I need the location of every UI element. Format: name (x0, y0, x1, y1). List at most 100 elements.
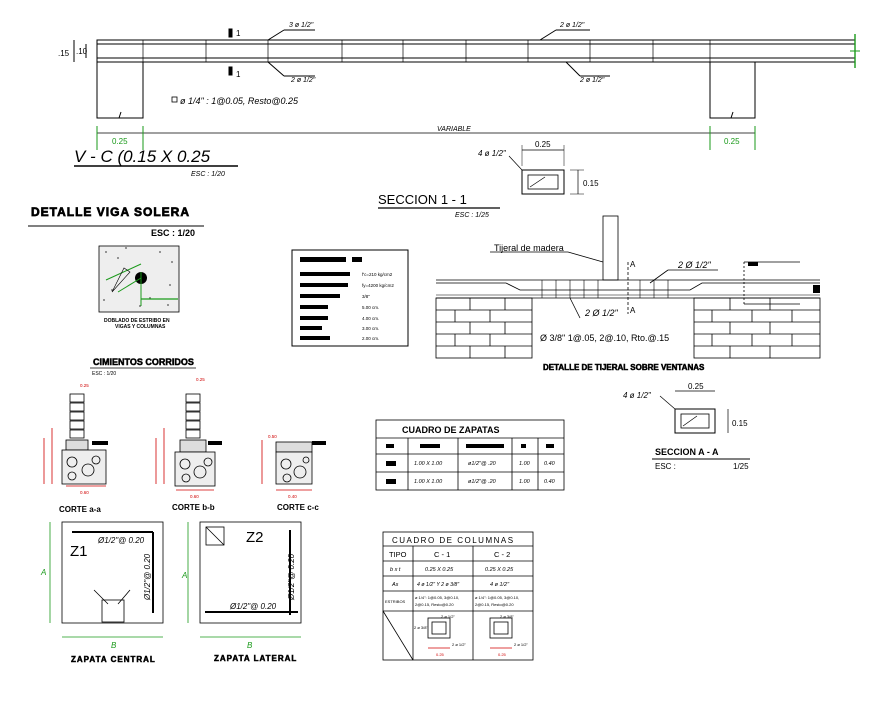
columnas-h-c2: C - 2 (494, 550, 510, 559)
zapata-row2-size: 1.00 X 1.00 (414, 479, 443, 485)
dim-left: 0.25 (112, 137, 128, 146)
zapatas-table-grid (375, 419, 565, 491)
section11-height: 0.15 (583, 179, 599, 188)
beam-height-outer: .15 (58, 49, 70, 58)
corte-a-label: CORTE a-a (59, 505, 101, 514)
sectionAA-width: 0.25 (688, 382, 704, 391)
note-value-1: f'c=210 kg/cm2 (362, 272, 393, 277)
columnas-r2-label: As (391, 582, 399, 588)
columnas-r3-c2a: ø 1/4": 1@0.05, 3@0.10, (475, 595, 519, 600)
section11-bars: 4 ø 1/2" (478, 149, 507, 158)
sectionAA-bars: 4 ø 1/2" (623, 391, 652, 400)
zapata-lateral-rebar-h: Ø1/2"@ 0.20 (229, 602, 277, 611)
zapata-lateral-label: Z2 (246, 529, 264, 546)
tijeral-mark-a-top: A (630, 260, 636, 269)
section11-width: 0.25 (535, 140, 551, 149)
columnas-table-grid (382, 531, 534, 661)
corte-a-mark (92, 441, 108, 445)
columnas-r1-label: b x t (390, 567, 401, 573)
columnas-table-title: CUADRO DE COLUMNAS (392, 536, 515, 545)
corte-b-dim-top: 0.25 (196, 377, 205, 382)
solera-detail-drawing (98, 245, 180, 313)
cut-mark-top: 1 (236, 29, 241, 38)
zapata-lateral-rebar-v: Ø1/2"@ 0.20 (287, 553, 296, 601)
columnas-r3-label: ESTRIBOS (385, 599, 406, 604)
corte-c-dim-top: 0.50 (268, 434, 277, 439)
note-value-7: 2.00 cm. (362, 336, 379, 341)
corte-c-c-drawing (261, 440, 313, 491)
stirrup-symbol-icon (171, 96, 178, 103)
notes-box (291, 249, 409, 347)
zapata-central-rebar-v: Ø1/2"@ 0.20 (143, 553, 152, 601)
columnas-sketch-c1-top: 2 ø 1/2" (441, 614, 455, 619)
zapata-central-label: Z1 (70, 543, 88, 560)
columnas-sketch-c1-bottom: 2 ø 1/2" (452, 642, 466, 647)
sectionAA-scale: 1/25 (733, 462, 749, 471)
cut-mark-bottom: 1 (236, 70, 241, 79)
zapata-lateral-drawing (187, 521, 302, 638)
corte-a-dim-bottom: 0.60 (80, 490, 89, 495)
columnas-r3-c2b: 2@0.15, Resto@0.20 (475, 602, 514, 607)
corte-b-label: CORTE b-b (172, 503, 215, 512)
beam-dimension-line (96, 126, 756, 150)
columnas-r3-c1b: 2@0.15, Resto@0.20 (415, 602, 454, 607)
tijeral-stirrups: Ø 3/8" 1@.05, 2@.10, Rto.@.15 (540, 333, 669, 343)
zapata-row2-d: 0.40 (544, 479, 556, 485)
corte-c-mark (312, 441, 326, 445)
columnas-sketch-c1-dim: 0.25 (436, 652, 445, 657)
zapata-row1-h: 1.00 (519, 461, 531, 467)
tijeral-wood-label: Tijeral de madera (494, 243, 564, 253)
beam-scale: ESC : 1/20 (191, 171, 225, 178)
columnas-r2-c2: 4 ø 1/2" (490, 582, 510, 588)
tijeral-end-mark (813, 285, 820, 293)
note-value-2: fy=4200 kg/cm2 (362, 283, 394, 288)
zapata-central-dim-b: B (111, 641, 117, 650)
corte-b-b-drawing (155, 393, 216, 491)
note-value-4: 5.00 cm. (362, 305, 379, 310)
columnas-r1-c2: 0.25 X 0.25 (485, 567, 514, 573)
zapata-central-dim-a: A (40, 568, 46, 577)
zapata-lateral-dim-a: A (181, 571, 187, 580)
zapata-row1-size: 1.00 X 1.00 (414, 461, 443, 467)
zapata-central-title: ZAPATA CENTRAL (71, 655, 156, 664)
columnas-r1-c1: 0.25 X 0.25 (425, 567, 454, 573)
dim-variable: VARIABLE (437, 126, 471, 133)
section-a-a-drawing (659, 390, 729, 434)
zapata-row2-rebar: ø1/2"@ .20 (468, 479, 497, 485)
note-value-5: 4.00 cm. (362, 316, 379, 321)
zapata-row2-h: 1.00 (519, 479, 531, 485)
columnas-sketch-c2-dim: 0.25 (498, 652, 507, 657)
beam-stirrups-note: ø 1/4" : 1@0.05, Resto@0.25 (180, 96, 299, 106)
cimientos-scale: ESC : 1/20 (92, 371, 116, 377)
solera-title: DETALLE VIGA SOLERA (31, 205, 190, 219)
notes-redacted-labels (300, 257, 362, 340)
columnas-sketch-c1-side: 2 ø 3/8" (414, 625, 428, 630)
solera-caption-2: VIGAS Y COLUMNAS (115, 324, 166, 330)
note-value-6: 3.00 cm. (362, 326, 379, 331)
columnas-h-tipo: TIPO (389, 550, 407, 559)
zapata-central-drawing (49, 521, 164, 638)
tijeral-mark-a-bottom: A (630, 306, 636, 315)
sectionAA-title: SECCION A - A (655, 447, 719, 457)
corte-b-dim-bottom: 0.60 (190, 494, 199, 499)
beam-bottom-rebar-label-2: 2 ø 1/2" (579, 77, 605, 84)
columnas-r3-c1a: ø 1/4": 1@0.05, 3@0.10, (415, 595, 459, 600)
section11-title: SECCION 1 - 1 (378, 192, 467, 207)
tijeral-detail-drawing (435, 215, 821, 359)
corte-a-dim-top: 0.25 (80, 383, 89, 388)
sectionAA-height: 0.15 (732, 419, 748, 428)
sectionAA-esc: ESC : (655, 462, 676, 471)
corte-c-label: CORTE c-c (277, 503, 319, 512)
corte-b-mark (208, 441, 222, 445)
corte-a-a-drawing (43, 393, 107, 487)
beam-top-rebar-label: 3 ø 1/2" (289, 22, 314, 29)
columnas-r2-c1: 4 ø 1/2" Y 2 ø 3/8" (417, 582, 460, 588)
beam-height-inner: .10 (76, 47, 88, 56)
zapata-row1-rebar: ø1/2"@ .20 (468, 461, 497, 467)
tijeral-bottom-bars: 2 Ø 1/2" (584, 308, 619, 318)
beam-title: V - C (0.15 X 0.25 (74, 147, 211, 166)
columnas-h-c1: C - 1 (434, 550, 450, 559)
zapata-central-rebar-h: Ø1/2"@ 0.20 (97, 536, 145, 545)
zapata-lateral-dim-b: B (247, 641, 253, 650)
